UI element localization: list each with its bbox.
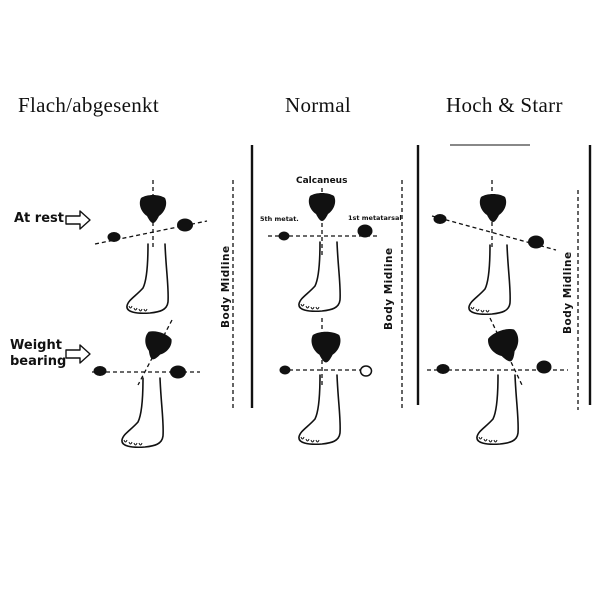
body-midline-label-1: Body Midline — [220, 245, 232, 328]
body-midlines — [232, 180, 579, 410]
row-arrows — [65, 210, 91, 364]
heading-flat-foot: Flach/abgesenkt — [18, 93, 159, 117]
row-label-at-rest: At rest — [14, 211, 64, 226]
heading-high-rigid-foot: Hoch & Starr — [446, 93, 563, 117]
label-first-metatarsal: 1st metatarsal — [348, 214, 402, 222]
heading-normal-foot: Normal — [285, 93, 351, 117]
row-label-bearing: bearing — [10, 354, 67, 369]
label-calcaneus: Calcaneus — [296, 176, 348, 186]
weight-bearing-arrow-icon — [65, 344, 91, 364]
high-foot-weight-bearing — [427, 317, 568, 446]
at-rest-arrow-icon — [65, 210, 91, 230]
body-midline-label-2: Body Midline — [383, 247, 395, 330]
normal-foot-weight-bearing — [279, 318, 373, 446]
label-fifth-metatarsal: 5th metat. — [260, 215, 299, 223]
normal-foot-rest — [268, 188, 380, 313]
panel-frame-lines — [250, 144, 592, 408]
flat-foot-weight-bearing — [92, 319, 200, 449]
row-label-weight: Weight — [10, 338, 62, 353]
flat-foot-rest — [94, 180, 208, 315]
body-midline-label-3: Body Midline — [562, 251, 574, 334]
high-foot-rest — [431, 180, 557, 316]
